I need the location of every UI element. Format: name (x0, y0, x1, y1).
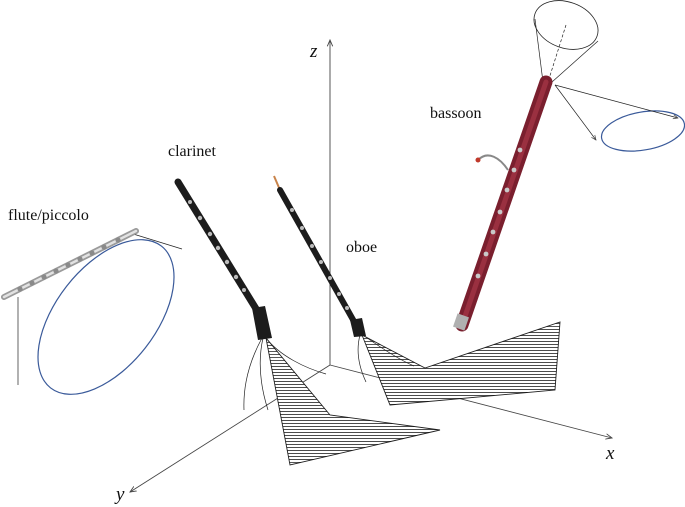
bassoon-group: bassoon (430, 0, 685, 332)
bassoon-top-ellipse (533, 0, 599, 50)
bassoon-radiation-cone (533, 0, 685, 152)
oboe-instrument (273, 175, 366, 337)
flute-projection-line (129, 232, 183, 250)
y-axis-label: y (114, 484, 125, 505)
x-axis-label: x (605, 443, 615, 464)
oboe-group: oboe (273, 175, 561, 406)
oboe-label: oboe (346, 239, 377, 256)
z-axis-label: z (309, 41, 318, 62)
flute-label: flute/piccolo (8, 207, 89, 224)
flute-group: flute/piccolo (1, 207, 183, 395)
bassoon-label: bassoon (430, 105, 482, 122)
flute-instrument (1, 228, 139, 300)
clarinet-label: clarinet (168, 143, 217, 160)
clarinet-radiation-pattern (243, 336, 441, 466)
clarinet-instrument (174, 178, 272, 340)
bassoon-radiation-ellipse (600, 110, 685, 152)
clarinet-group: clarinet (168, 143, 441, 466)
flute-radiation-ellipse (37, 239, 175, 395)
bassoon-instrument (453, 75, 553, 332)
oboe-radiation-pattern (357, 321, 561, 406)
x-axis (329, 364, 612, 438)
